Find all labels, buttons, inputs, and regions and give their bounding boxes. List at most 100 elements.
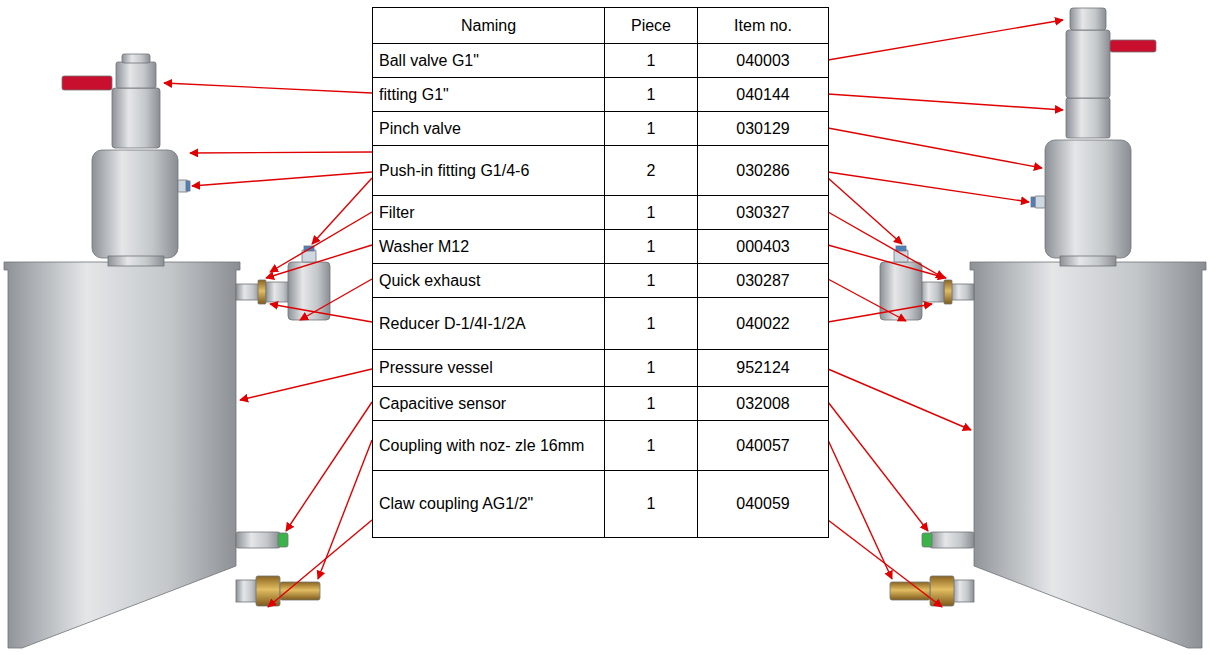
table-text: 030129 [736, 120, 789, 138]
table-cell: 1 [604, 77, 698, 112]
table-cell: 1 [604, 349, 698, 387]
leader-arrow [266, 245, 372, 278]
reducer [920, 282, 944, 302]
table-text: 1 [647, 437, 656, 455]
table-text: Push-in fitting G1/4-6 [379, 162, 529, 180]
table-text: Pressure vessel [379, 359, 493, 377]
table-text: 2 [647, 162, 656, 180]
table-text: 040003 [736, 52, 789, 70]
leader-arrow [270, 304, 372, 322]
table-cell: Item no. [697, 7, 829, 44]
leader-arrow [286, 402, 372, 531]
table-text: 030286 [736, 162, 789, 180]
table-text: 040057 [736, 437, 789, 455]
table-cell: Quick exhaust [372, 263, 605, 298]
leader-arrow [828, 245, 946, 278]
table-cell: 1 [604, 229, 698, 264]
table-text: 1 [647, 86, 656, 104]
table-text: 040022 [736, 315, 789, 333]
fitting-hex [1066, 98, 1110, 138]
table-text: 1 [647, 238, 656, 256]
table-cell: 1 [604, 470, 698, 538]
table-cell: 030287 [697, 263, 829, 298]
ball-valve-hex [116, 62, 156, 88]
column-header: Naming [461, 17, 516, 35]
leader-arrow [312, 178, 372, 244]
table-text: Filter [379, 204, 415, 222]
table-cell: 2 [604, 145, 698, 196]
table-text: 032008 [736, 395, 789, 413]
table-cell: 030327 [697, 195, 829, 230]
table-cell: 1 [604, 297, 698, 350]
table-text: 040144 [736, 86, 789, 104]
leader-arrow [828, 440, 892, 579]
table-text: Pinch valve [379, 120, 461, 138]
leader-arrow [828, 304, 932, 322]
table-cell: 030129 [697, 111, 829, 146]
table-text: 1 [647, 315, 656, 333]
table-cell: 1 [604, 111, 698, 146]
table-cell: 000403 [697, 229, 829, 264]
claw-coupling [930, 576, 954, 606]
table-cell: 040144 [697, 77, 829, 112]
sensor-tip [922, 533, 932, 547]
table-cell: 1 [604, 195, 698, 230]
claw-coupling [256, 576, 280, 606]
coupling-port [952, 580, 974, 602]
table-cell: 1 [604, 386, 698, 421]
table-cell: 040003 [697, 43, 829, 78]
table-text: Ball valve G1" [379, 52, 479, 70]
column-header: Item no. [734, 17, 792, 35]
table-cell: Capacitive sensor [372, 386, 605, 421]
leader-arrow [192, 172, 372, 186]
table-text: Claw coupling AG1/2" [379, 495, 533, 513]
table-cell: 1 [604, 420, 698, 471]
leader-arrow [300, 279, 372, 320]
reducer [266, 282, 290, 302]
table-text: 1 [647, 359, 656, 377]
pinch-valve [92, 150, 178, 258]
table-text: Reducer D-1/4I-1/2A [379, 315, 526, 333]
leader-arrow [828, 128, 1042, 168]
table-cell: Naming [372, 7, 605, 44]
table-text: 1 [647, 120, 656, 138]
table-cell: Washer M12 [372, 229, 605, 264]
table-text: 030327 [736, 204, 789, 222]
table-cell: Coupling with noz- zle 16mm [372, 420, 605, 471]
table-cell: 952124 [697, 349, 829, 387]
table-text: 000403 [736, 238, 789, 256]
valve-neck [108, 256, 164, 266]
table-cell: fitting G1" [372, 77, 605, 112]
leader-arrow [190, 152, 372, 153]
leader-arrow [828, 94, 1063, 110]
push-in-ring [896, 246, 906, 251]
leader-arrow [828, 402, 928, 531]
table-cell: 032008 [697, 386, 829, 421]
leader-arrow [828, 369, 971, 430]
capacitive-sensor [930, 532, 974, 548]
table-cell: 040059 [697, 470, 829, 538]
hose-nozzle [890, 582, 930, 600]
table-cell: Pressure vessel [372, 349, 605, 387]
washer [258, 280, 266, 304]
table-cell: Pinch valve [372, 111, 605, 146]
port-tube [236, 284, 260, 300]
table-cell: 1 [604, 263, 698, 298]
leader-arrow [828, 212, 944, 278]
table-text: 1 [647, 395, 656, 413]
washer [944, 280, 952, 304]
table-cell: Push-in fitting G1/4-6 [372, 145, 605, 196]
valve-handle [1110, 40, 1156, 52]
table-cell: 040022 [697, 297, 829, 350]
leader-arrow [828, 172, 1029, 202]
table-cell: 030286 [697, 145, 829, 196]
valve-neck [1060, 256, 1116, 266]
ball-valve [112, 88, 160, 148]
leader-arrow [828, 520, 942, 607]
leader-arrow [828, 178, 902, 244]
hose-nozzle [280, 582, 320, 600]
pinch-valve [1045, 140, 1131, 258]
table-text: 1 [647, 495, 656, 513]
